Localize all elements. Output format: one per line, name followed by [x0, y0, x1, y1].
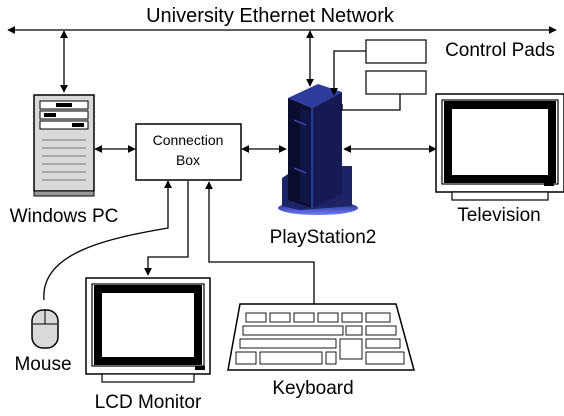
connection-box-label-line2: Box [176, 152, 200, 168]
control-pad-link [341, 94, 401, 111]
lcd-monitor-icon [85, 277, 211, 383]
control-pads-label: Control Pads [445, 40, 555, 61]
keyboard-cable [205, 181, 315, 304]
mouse-icon [31, 309, 59, 349]
mouse-cable [43, 180, 172, 301]
control-pad-icon [365, 39, 427, 64]
monitor-link [144, 181, 189, 276]
television-label: Television [457, 205, 540, 226]
keyboard-icon [227, 303, 415, 371]
keyboard-label: Keyboard [272, 378, 353, 399]
playstation2-label: PlayStation2 [270, 227, 377, 248]
control-pad-icon [365, 70, 427, 95]
connection-box [135, 123, 242, 181]
windows-pc-label: Windows PC [10, 206, 119, 227]
mouse-label: Mouse [14, 354, 71, 375]
television-icon [435, 93, 564, 201]
network-label: University Ethernet Network [146, 5, 395, 27]
lcd-monitor-label: LCD Monitor [95, 392, 202, 413]
playstation2-console-icon [278, 84, 358, 215]
windows-pc-tower-icon [33, 94, 95, 197]
control-pad-link [330, 50, 366, 96]
connection-box-label-line1: Connection [153, 132, 224, 148]
